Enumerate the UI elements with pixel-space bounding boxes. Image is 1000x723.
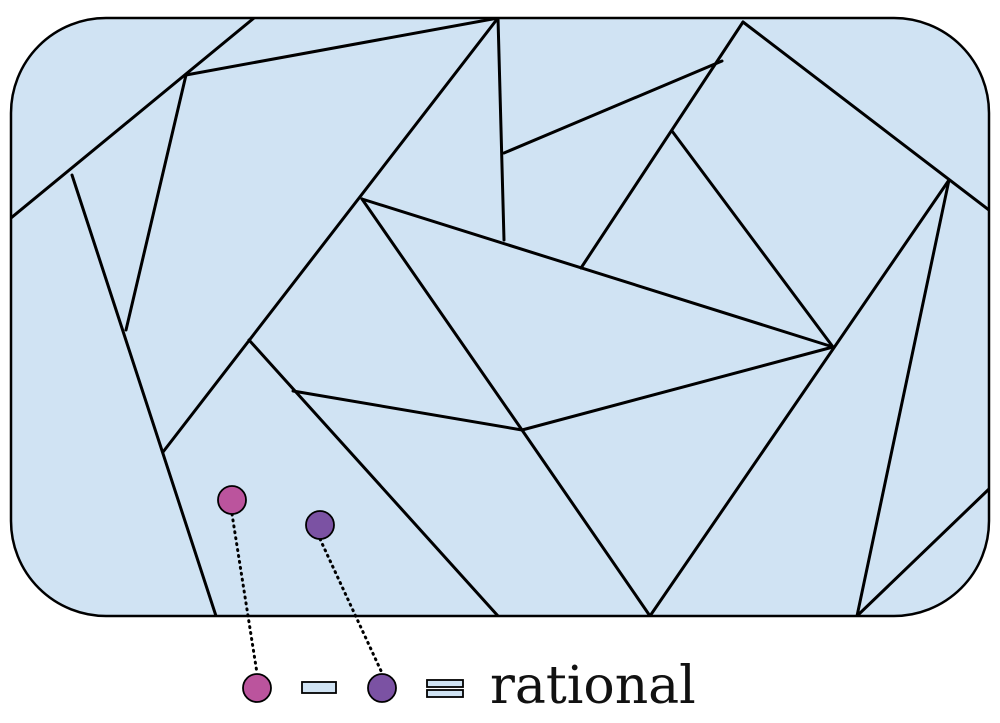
- line-segment-7: [579, 20, 745, 270]
- equation-row: rational: [242, 656, 696, 716]
- term-b-circle-icon: [367, 673, 397, 703]
- minus-sign-icon: [301, 681, 337, 694]
- result-label: rational: [490, 656, 696, 716]
- line-segment-5: [161, 18, 500, 454]
- line-segment-9: [360, 197, 835, 349]
- line-segment-13: [291, 389, 524, 432]
- line-segment-11: [670, 129, 835, 349]
- line-segment-18: [855, 487, 989, 616]
- line-segment-8: [741, 20, 989, 212]
- line-segment-12: [247, 338, 500, 616]
- line-segment-15: [520, 428, 652, 616]
- line-segment-1: [184, 18, 500, 77]
- plane-region-border: [9, 16, 991, 618]
- term-a-circle-icon: [242, 673, 272, 703]
- dotted-leader-1: [318, 537, 384, 675]
- plane-region: [11, 18, 989, 616]
- dotted-leaders: [230, 512, 384, 675]
- dotted-leader-0: [230, 512, 259, 675]
- equals-sign-top-icon: [426, 679, 464, 688]
- line-segment-3: [70, 173, 218, 616]
- line-segment-14: [520, 345, 835, 432]
- line-segment-0: [11, 18, 256, 220]
- line-segment-17: [855, 178, 951, 616]
- line-segment-6: [502, 59, 724, 155]
- line-arrangement: [11, 18, 989, 616]
- line-segment-10: [360, 197, 524, 432]
- point-b-icon: [305, 510, 335, 540]
- point-a-icon: [217, 485, 247, 515]
- line-segment-2: [124, 73, 188, 332]
- line-segment-16: [648, 178, 951, 616]
- equals-sign-bottom-icon: [426, 689, 464, 698]
- rational-points: [217, 485, 335, 540]
- line-segment-4: [496, 18, 506, 242]
